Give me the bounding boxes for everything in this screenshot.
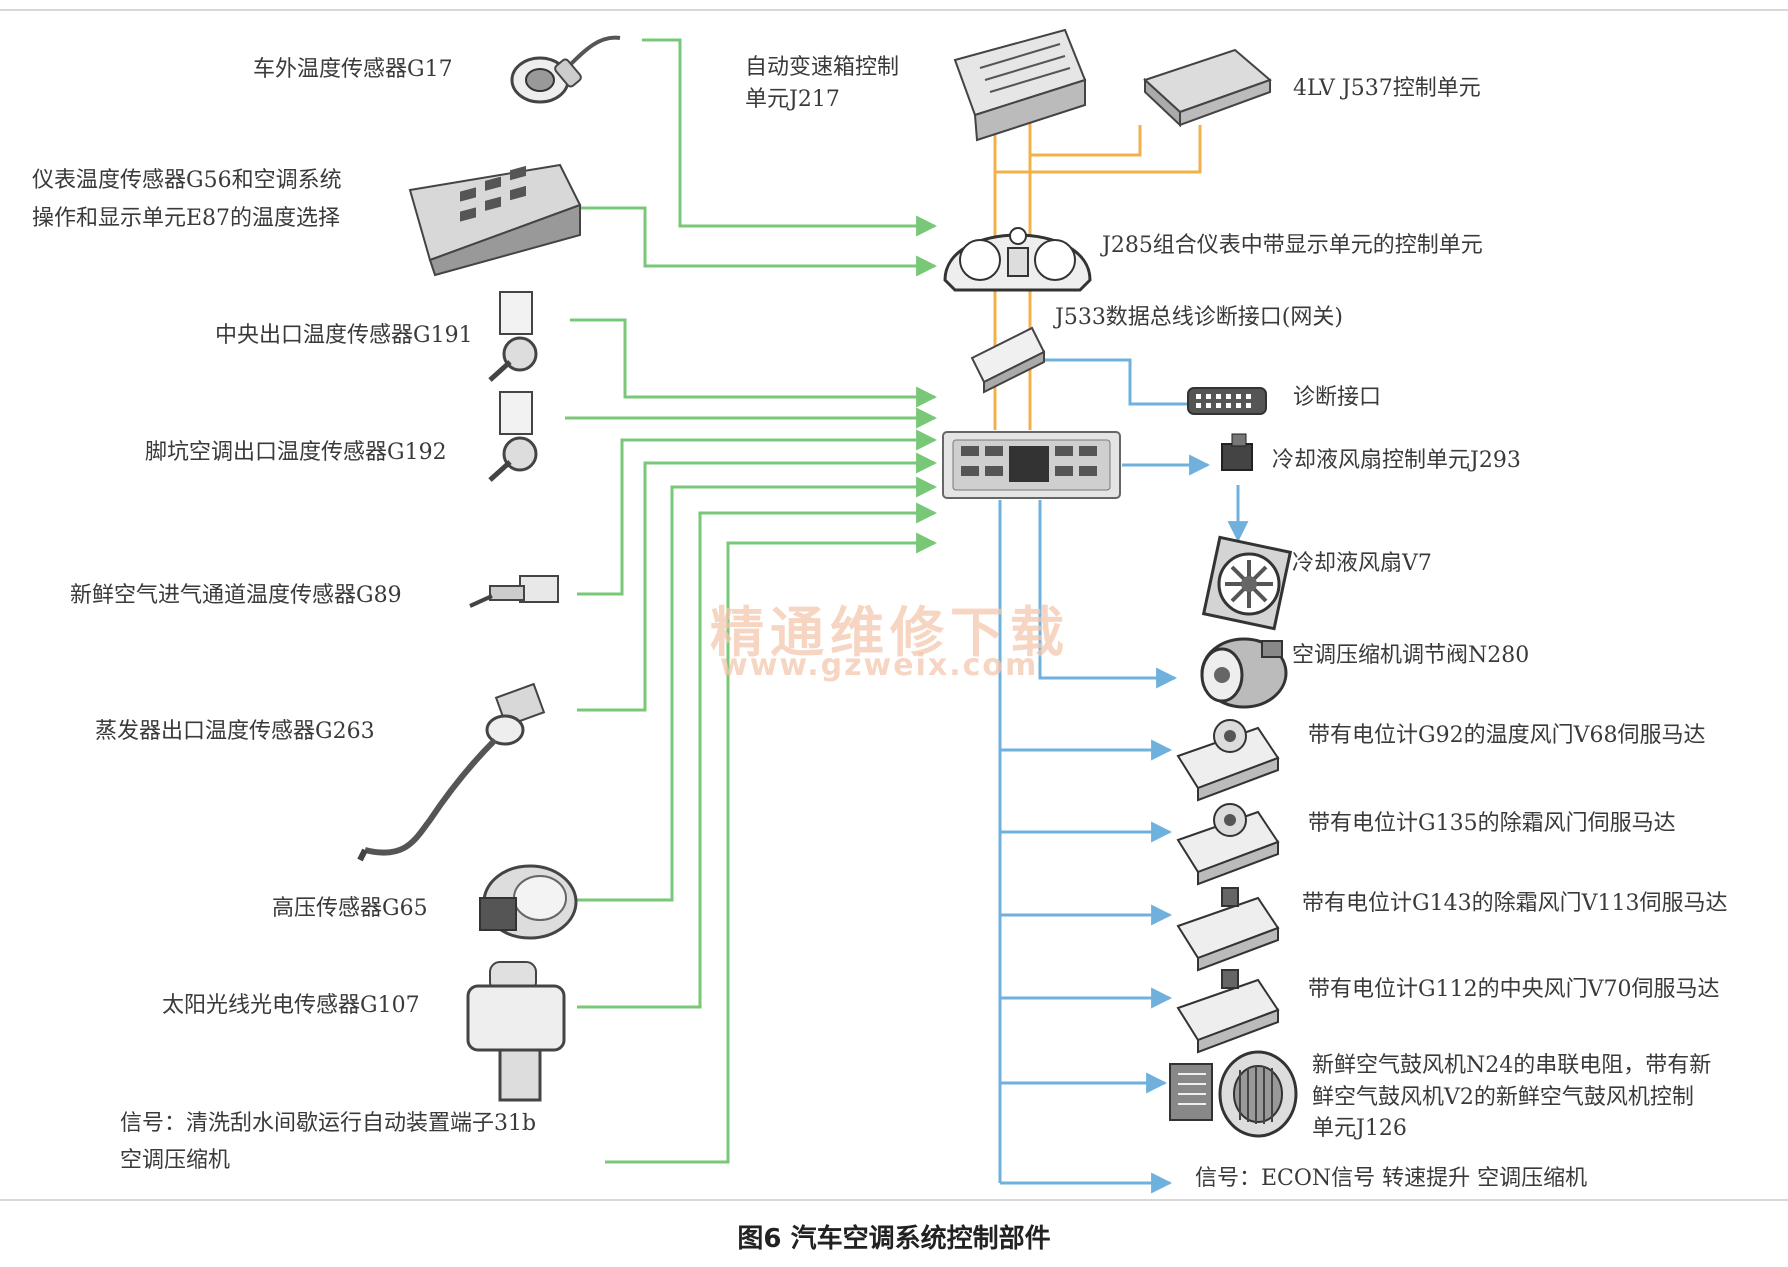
label-g56-line2: 操作和显示单元E87的温度选择: [32, 206, 341, 231]
label-v70: 带有电位计G112的中央风门V70伺服马达: [1308, 977, 1720, 1002]
label-g191: 中央出口温度传感器G191: [215, 323, 473, 348]
sensor-g17-icon: [510, 35, 621, 104]
label-j217-line2: 单元J217: [745, 87, 840, 112]
label-diag: 诊断接口: [1293, 385, 1382, 410]
label-j285: J285组合仪表中带显示单元的控制单元: [1102, 233, 1483, 258]
label-signal-line2: 空调压缩机: [120, 1148, 231, 1173]
label-g107: 太阳光线光电传感器G107: [162, 993, 420, 1018]
label-g135: 带有电位计G135的除霜风门伺服马达: [1308, 811, 1676, 836]
control-panel-e87-icon: [408, 163, 582, 277]
instrument-cluster-j285-icon: [943, 227, 1092, 292]
input-signal-lines: [565, 38, 938, 1164]
label-j217-line1: 自动变速箱控制: [745, 55, 900, 80]
watermark-text: 精通维修下载: [710, 601, 1070, 664]
label-g56-line1: 仪表温度传感器G56和空调系统: [32, 168, 342, 193]
label-g192: 脚坑空调出口温度传感器G192: [145, 440, 447, 465]
servo-motor-g135-icon: [1176, 803, 1280, 886]
sensor-g107-icon: [466, 961, 566, 1102]
label-econ-signal: 信号：ECON信号 转速提升 空调压缩机: [1195, 1166, 1588, 1191]
diagnosis-port-icon: [1187, 387, 1267, 415]
coolant-fan-v7-icon: [1201, 535, 1293, 631]
label-v7: 冷却液风扇V7: [1292, 551, 1432, 576]
gateway-j533-icon: [970, 326, 1046, 394]
label-v68: 带有电位计G92的温度风门V68伺服马达: [1308, 723, 1706, 748]
sensor-g65-icon: [479, 864, 578, 940]
sensor-g263-icon: [357, 682, 546, 862]
servo-motor-v70-icon: [1176, 969, 1280, 1054]
ecu-j537-icon: [1143, 48, 1272, 128]
blower-j126-icon: [1169, 1050, 1298, 1138]
label-v113: 带有电位计G143的除霜风门V113伺服马达: [1302, 891, 1728, 916]
sensor-g191-icon: [488, 291, 538, 382]
label-j293: 冷却液风扇控制单元J293: [1272, 448, 1521, 473]
label-g65: 高压传感器G65: [272, 896, 428, 921]
fan-control-unit-j293-icon: [1221, 433, 1253, 471]
label-j126-line1: 新鲜空气鼓风机N24的串联电阻，带有新: [1312, 1053, 1712, 1078]
label-g17: 车外温度传感器G17: [253, 57, 453, 82]
label-j126-line3: 单元J126: [1312, 1116, 1407, 1141]
climatronic-control-unit-icon: [942, 431, 1121, 499]
compressor-valve-n280-icon: [1200, 637, 1288, 709]
tcu-j217-icon: [953, 28, 1087, 142]
sensor-g89-icon: [469, 575, 559, 608]
label-signal-line1: 信号：清洗刮水间歇运行自动装置端子31b: [120, 1111, 537, 1136]
figure-caption: 图6 汽车空调系统控制部件: [737, 1224, 1051, 1254]
label-j533: J533数据总线诊断接口(网关): [1055, 305, 1343, 330]
label-n280: 空调压缩机调节阀N280: [1292, 643, 1530, 668]
output-signal-lines: [998, 358, 1249, 1194]
label-g263: 蒸发器出口温度传感器G263: [95, 719, 375, 744]
watermark-url: www.gzweix.com: [720, 648, 1039, 683]
sensor-g192-icon: [488, 391, 538, 482]
servo-motor-v68-icon: [1176, 719, 1280, 802]
label-j537: 4LV J537控制单元: [1293, 76, 1481, 101]
servo-motor-v113-icon: [1176, 887, 1280, 972]
label-j126-line2: 鲜空气鼓风机V2的新鲜空气鼓风机控制: [1312, 1085, 1694, 1110]
label-g89: 新鲜空气进气通道温度传感器G89: [70, 583, 402, 608]
